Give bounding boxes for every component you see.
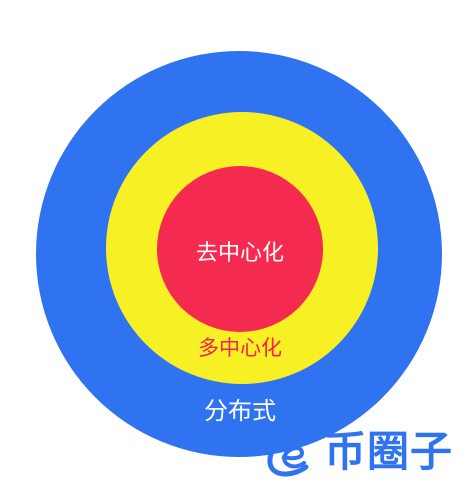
outer-ring-label: 分布式: [204, 397, 276, 425]
watermark-text: 币圈子: [324, 427, 454, 476]
inner-ring-label: 去中心化: [195, 241, 284, 266]
logo-e: [281, 446, 306, 469]
inner-ring-decentralized: [157, 166, 323, 332]
logo-swoosh: [267, 429, 315, 477]
coin-e-logo-icon: [267, 429, 315, 477]
watermark: 币圈子: [262, 423, 472, 481]
middle-ring-label: 多中心化: [198, 336, 282, 360]
